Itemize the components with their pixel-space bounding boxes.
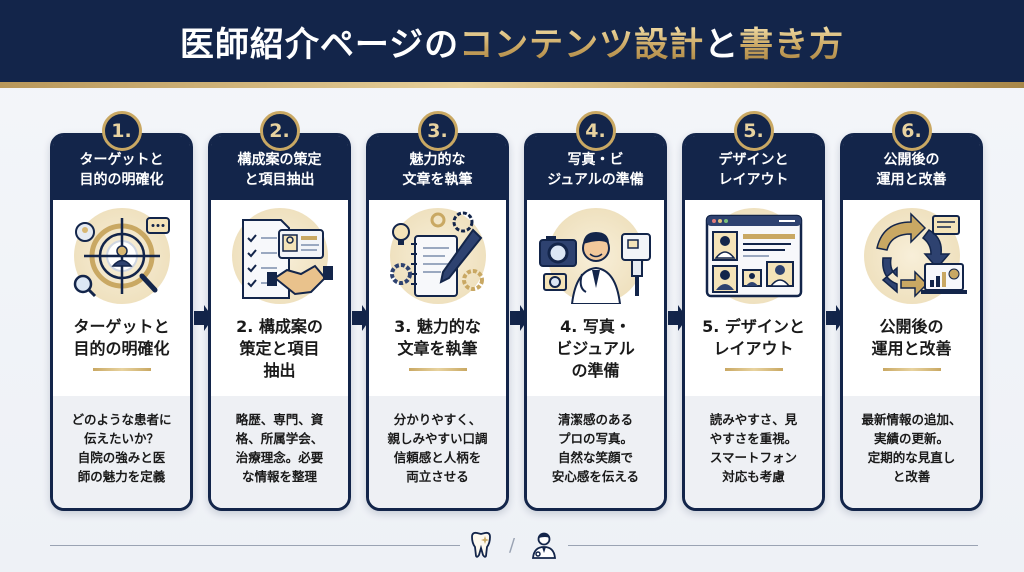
step-number-badge: 2. <box>259 111 300 151</box>
step-name-text: ターゲットと 目的の明確化 <box>73 317 170 358</box>
tooth-sparkle-icon <box>471 531 491 558</box>
doctor-icon <box>531 532 556 559</box>
doctor-camera-icon <box>527 200 664 312</box>
step-name: 4. 写真・ ビジュアル の準備 <box>527 312 664 396</box>
step-card-5: 5. デザインと レイアウト 5. デザインと レイアウト 読みやすさ、見 やす… <box>682 111 825 511</box>
checklist-handshake-icon <box>211 200 348 312</box>
step-description: どのような患者に 伝えたいか？ 自院の強みと医 師の魅力を定義 <box>53 396 190 508</box>
step-number-badge: 5. <box>733 111 774 151</box>
step-number-badge: 4. <box>575 111 616 151</box>
step-name: 3. 魅力的な 文章を執筆 <box>369 312 506 396</box>
web-layout-icon <box>685 200 822 312</box>
step-description: 清潔感のある プロの写真。 自然な笑顔で 安心感を伝える <box>527 396 664 508</box>
step-number-badge: 1. <box>101 111 142 151</box>
step-description: 分かりやすく、 親しみやすい口調 信頼感と人柄を 両立させる <box>369 396 506 508</box>
title-part-1: 医師紹介ページの <box>179 24 460 65</box>
title-part-3: と <box>704 24 740 65</box>
step-name-text: 2. 構成案の 策定と項目 抽出 <box>236 317 323 380</box>
step-name-text: 4. 写真・ ビジュアル の準備 <box>556 317 635 380</box>
footer-separator: / <box>508 534 516 556</box>
step-description: 略歴、専門、資 格、所属学会、 治療理念。必要 な情報を整理 <box>211 396 348 508</box>
footer-icons: / <box>468 530 558 560</box>
step-card-2: 2. 構成案の策定 と項目抽出 2. 構成案の 策定と項目 抽出 略歴、専門、資… <box>208 111 351 511</box>
title-part-2: コンテンツ設計 <box>459 24 705 65</box>
page-title: 医師紹介ページのコンテンツ設計と書き方 <box>180 17 844 66</box>
step-number-badge: 3. <box>417 111 458 151</box>
step-header: 魅力的な 文章を執筆 <box>369 136 506 200</box>
gold-divider <box>0 82 1024 88</box>
step-card-4: 4. 写真・ビ ジュアルの準備 4. 写真・ ビジュアル の準備 清潔感のある … <box>524 111 667 511</box>
header-banner: 医師紹介ページのコンテンツ設計と書き方 <box>0 0 1024 82</box>
gold-underline <box>408 368 467 371</box>
step-name-text: 3. 魅力的な 文章を執筆 <box>394 317 481 358</box>
step-description: 最新情報の追加、 実績の更新。 定期的な見直し と改善 <box>843 396 980 508</box>
step-description: 読みやすさ、見 やすさを重視。 スマートフォン 対応も考慮 <box>685 396 822 508</box>
footer-divider-right <box>568 545 978 546</box>
title-part-4: 書き方 <box>739 24 845 65</box>
cycle-analytics-icon <box>843 200 980 312</box>
gold-underline <box>92 368 151 371</box>
step-card-1: 1. ターゲットと 目的の明確化 ターゲットと 目的の明確化 どのような患者に … <box>50 111 193 511</box>
target-user-icon <box>53 200 190 312</box>
footer-divider-left <box>50 545 460 546</box>
notebook-pen-icon <box>369 200 506 312</box>
step-card-3: 3. 魅力的な 文章を執筆 3. 魅力的な 文章を執筆 分かりやすく、 親しみや… <box>366 111 509 511</box>
step-name-text: 5. デザインと レイアウト <box>702 317 805 358</box>
step-name: 5. デザインと レイアウト <box>685 312 822 396</box>
step-number-badge: 6. <box>891 111 932 151</box>
step-card-6: 6. 公開後の 運用と改善 公開後の 運用と改善 最新情報の追加、 実績の更新。… <box>840 111 983 511</box>
step-name: 公開後の 運用と改善 <box>843 312 980 396</box>
step-name-text: 公開後の 運用と改善 <box>871 317 952 358</box>
step-name: ターゲットと 目的の明確化 <box>53 312 190 396</box>
step-name: 2. 構成案の 策定と項目 抽出 <box>211 312 348 396</box>
gold-underline <box>882 368 941 371</box>
gold-underline <box>724 368 783 371</box>
